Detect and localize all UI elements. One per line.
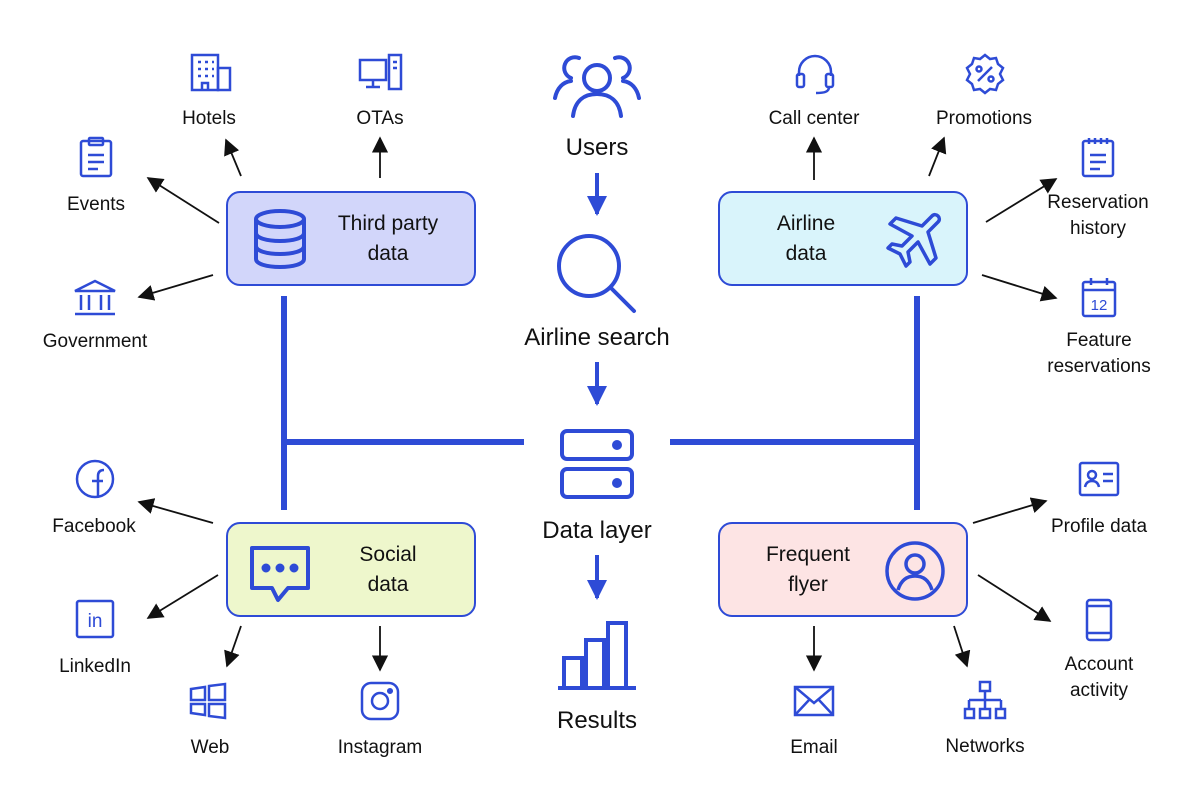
envelope-icon bbox=[792, 684, 836, 718]
arrow-to-web bbox=[224, 625, 242, 668]
airline-search-label: Airline search bbox=[524, 324, 670, 351]
search-icon[interactable] bbox=[555, 232, 639, 316]
airplane-icon bbox=[884, 210, 944, 270]
web-label: Web bbox=[190, 737, 230, 758]
calendar-icon: 12 bbox=[1080, 276, 1118, 318]
arrow-to-reservation-history bbox=[985, 178, 1058, 223]
government-label: Government bbox=[42, 331, 148, 352]
arrow-to-profile-data bbox=[972, 497, 1048, 524]
smartphone-icon bbox=[1084, 597, 1114, 643]
arrow-to-hotels bbox=[224, 138, 242, 177]
network-icon bbox=[963, 680, 1007, 722]
arrow-to-promotions bbox=[928, 136, 947, 177]
profile-data-label: Profile data bbox=[1050, 516, 1148, 537]
account-activity-label: Account activity bbox=[1064, 654, 1134, 701]
source-arrows bbox=[137, 136, 1058, 672]
server-icon bbox=[559, 428, 635, 500]
data-layer-label: Data layer bbox=[542, 517, 652, 544]
arrow-to-linkedin bbox=[146, 574, 219, 619]
otas-label: OTAs bbox=[356, 108, 404, 129]
bar-chart-icon bbox=[556, 620, 638, 692]
social-data-box[interactable]: Social data bbox=[226, 522, 476, 617]
hotels-label: Hotels bbox=[182, 108, 236, 129]
connector-bus bbox=[281, 296, 920, 510]
notepad-icon bbox=[1080, 136, 1116, 178]
reservation-history-label: Reservation history bbox=[1047, 192, 1149, 239]
call-center-label: Call center bbox=[768, 108, 860, 129]
feature-reservations-label: Feature reservations bbox=[1047, 330, 1151, 377]
events-label: Events bbox=[66, 194, 126, 215]
chat-bubble-icon bbox=[248, 544, 312, 604]
linkedin-glyph: in bbox=[88, 611, 103, 632]
users-label: Users bbox=[565, 134, 629, 161]
windows-web-icon bbox=[188, 682, 228, 720]
instagram-icon[interactable] bbox=[359, 680, 401, 722]
arrow-to-government bbox=[137, 274, 214, 301]
hotel-building-icon bbox=[188, 52, 234, 92]
airline-data-title: Airline data bbox=[776, 212, 836, 265]
users-icon bbox=[549, 48, 645, 120]
arrow-to-account-activity bbox=[977, 574, 1052, 622]
instagram-label: Instagram bbox=[337, 737, 423, 758]
arrow-to-networks bbox=[953, 625, 971, 668]
frequent-flyer-title: Frequent flyer bbox=[765, 543, 851, 596]
calendar-day: 12 bbox=[1091, 297, 1108, 314]
id-card-icon bbox=[1077, 460, 1121, 498]
arrow-to-events bbox=[146, 177, 220, 224]
frequent-flyer-box[interactable]: Frequent flyer bbox=[718, 522, 968, 617]
facebook-icon[interactable] bbox=[74, 458, 116, 500]
linkedin-icon[interactable]: in bbox=[74, 598, 116, 640]
linkedin-label: LinkedIn bbox=[59, 656, 131, 677]
arrow-to-facebook bbox=[137, 498, 214, 524]
networks-label: Networks bbox=[945, 736, 1025, 757]
database-icon bbox=[252, 209, 308, 269]
user-circle-icon bbox=[884, 540, 946, 602]
third-party-data-box[interactable]: Third party data bbox=[226, 191, 476, 286]
social-data-title: Social data bbox=[359, 543, 417, 596]
third-party-data-title: Third party data bbox=[337, 212, 439, 265]
email-label: Email bbox=[790, 737, 838, 758]
clipboard-icon bbox=[78, 136, 114, 178]
airline-data-box[interactable]: Airline data bbox=[718, 191, 968, 286]
discount-badge-icon bbox=[963, 52, 1007, 96]
facebook-label: Facebook bbox=[52, 516, 136, 537]
headset-icon bbox=[794, 52, 836, 96]
results-label: Results bbox=[556, 707, 638, 734]
promotions-label: Promotions bbox=[935, 108, 1033, 129]
government-building-icon bbox=[72, 278, 118, 318]
arrow-to-feature-reservations bbox=[981, 274, 1058, 302]
ota-computer-icon bbox=[358, 52, 404, 92]
